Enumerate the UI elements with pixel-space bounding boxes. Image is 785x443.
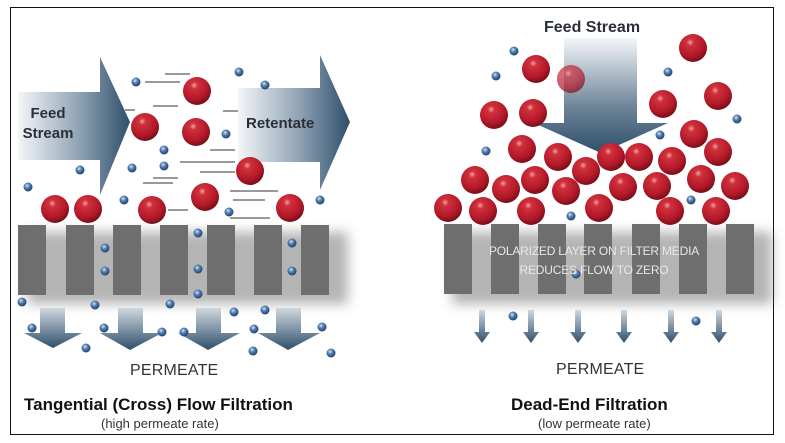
- feed-stream-label: Feed Stream: [20, 104, 76, 144]
- large-particles-left: [41, 77, 304, 224]
- dead-end-title: Dead-End Filtration: [511, 395, 668, 414]
- small-particles-left: [17, 67, 336, 358]
- dead-end-subtitle: (low permeate rate): [538, 416, 651, 431]
- permeate-label-right: PERMEATE: [556, 361, 645, 378]
- permeate-arrows-left: [24, 308, 320, 350]
- tangential-flow-panel: [17, 55, 350, 358]
- polarized-layer-note-line1: POLARIZED LAYER ON FILTER MEDIA: [488, 244, 700, 258]
- feed-stream-label-line2: Stream: [22, 125, 74, 142]
- feed-stream-down-arrow: [534, 38, 668, 153]
- permeate-label-left: PERMEATE: [130, 362, 219, 379]
- dead-end-panel: [434, 34, 772, 343]
- tangential-flow-title: Tangential (Cross) Flow Filtration: [24, 395, 293, 414]
- flow-streaks: [125, 73, 278, 219]
- filter-media-right: [444, 224, 754, 294]
- feed-stream-arrow: [18, 57, 130, 195]
- large-particles-right: [434, 34, 749, 225]
- feed-stream-label-right: Feed Stream: [544, 19, 641, 36]
- retentate-label: Retentate: [246, 115, 315, 132]
- polarized-layer-note-line2: REDUCES FLOW TO ZERO: [519, 263, 669, 277]
- small-particles-right: [481, 46, 742, 326]
- filter-media-left: [18, 225, 329, 295]
- polarized-layer-note: POLARIZED LAYER ON FILTER MEDIA REDUCES …: [476, 242, 712, 280]
- feed-stream-label-line1: Feed: [30, 105, 66, 122]
- permeate-arrows-right: [474, 310, 727, 343]
- tangential-flow-subtitle: (high permeate rate): [101, 416, 219, 431]
